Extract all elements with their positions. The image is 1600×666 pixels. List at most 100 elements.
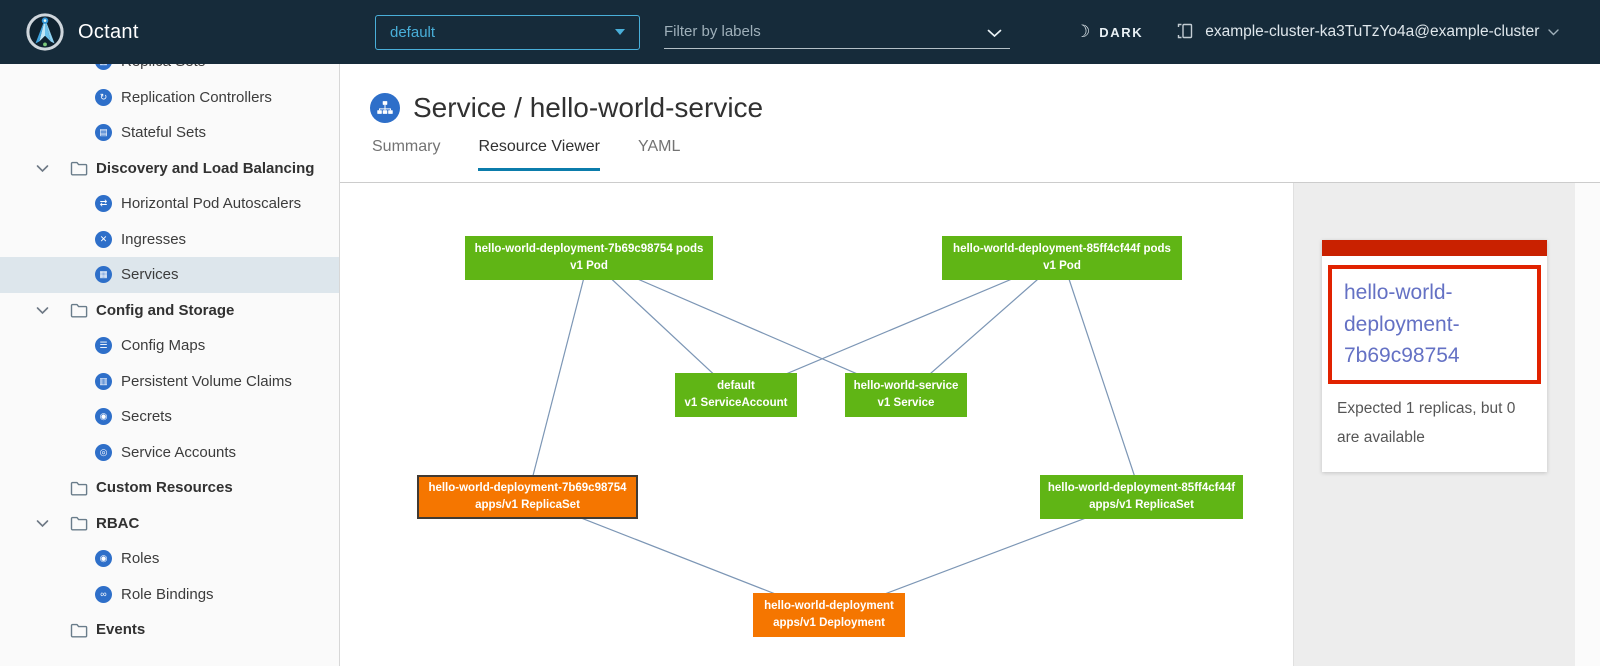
dark-mode-toggle[interactable]: ☾ DARK bbox=[1075, 22, 1143, 42]
octant-logo-icon bbox=[26, 13, 64, 51]
tabs: Summary Resource Viewer YAML bbox=[372, 138, 1600, 171]
node-label-kind: v1 Pod bbox=[570, 260, 608, 272]
folder-icon bbox=[70, 162, 88, 176]
sidebar-item-label: Discovery and Load Balancing bbox=[96, 159, 315, 177]
filter-chevron-icon[interactable] bbox=[987, 29, 1002, 38]
graph-node-dep[interactable]: hello-world-deployment apps/v1 Deploymen… bbox=[753, 593, 905, 637]
sidebar-item-discovery-and-load-balancing[interactable]: Discovery and Load Balancing bbox=[0, 151, 339, 187]
moon-icon: ☾ bbox=[1075, 22, 1091, 41]
card-status-bar bbox=[1322, 240, 1547, 256]
sidebar-item-label: Config and Storage bbox=[96, 301, 235, 319]
sidebar-item-label: Secrets bbox=[121, 408, 172, 426]
sidebar-item-rbac[interactable]: RBAC bbox=[0, 506, 339, 542]
resource-icon: ☰ bbox=[95, 337, 112, 355]
sidebar-item-config-and-storage[interactable]: Config and Storage bbox=[0, 293, 339, 329]
resource-icon: ◎ bbox=[95, 443, 112, 461]
app-title: Octant bbox=[78, 20, 139, 43]
resource-icon: ▦ bbox=[95, 64, 112, 71]
resource-icon: ▥ bbox=[95, 372, 112, 390]
sidebar-item-ingresses[interactable]: ✕ Ingresses bbox=[0, 222, 339, 258]
cluster-icon bbox=[1178, 23, 1193, 39]
namespace-value: default bbox=[390, 23, 436, 41]
resource-graph-canvas: hello-world-deployment-7b69c98754 pods v… bbox=[340, 183, 1293, 666]
main-content: Service / hello-world-service Summary Re… bbox=[340, 64, 1600, 666]
sidebar-item-role-bindings[interactable]: ∞ Role Bindings bbox=[0, 577, 339, 613]
resource-icon: ◉ bbox=[95, 408, 112, 426]
sidebar-item-horizontal-pod-autoscalers[interactable]: ⇄ Horizontal Pod Autoscalers bbox=[0, 186, 339, 222]
node-label-name: hello-world-deployment-7b69c98754 bbox=[428, 482, 627, 495]
sidebar-item-label: Horizontal Pod Autoscalers bbox=[121, 195, 302, 213]
brand: Octant bbox=[0, 13, 340, 51]
sidebar-item-custom-resources[interactable]: Custom Resources bbox=[0, 470, 339, 506]
graph-node-pod1[interactable]: hello-world-deployment-7b69c98754 pods v… bbox=[465, 236, 713, 280]
chevron-down-icon[interactable] bbox=[36, 519, 49, 528]
sidebar-item-label: RBAC bbox=[96, 514, 140, 532]
right-gutter bbox=[1575, 183, 1600, 666]
sidebar-item-label: Config Maps bbox=[121, 337, 206, 355]
sidebar-item-label: Replica Sets bbox=[121, 64, 205, 70]
graph-node-rs1[interactable]: hello-world-deployment-7b69c98754 apps/v… bbox=[417, 475, 638, 519]
namespace-select[interactable]: default bbox=[375, 14, 640, 50]
graph-node-svc[interactable]: hello-world-service v1 Service bbox=[845, 373, 967, 417]
service-icon bbox=[370, 93, 400, 123]
chevron-down-icon[interactable] bbox=[36, 306, 49, 315]
graph-edges bbox=[526, 257, 1143, 616]
sidebar-item-stateful-sets[interactable]: ▤ Stateful Sets bbox=[0, 115, 339, 151]
sidebar-item-label: Persistent Volume Claims bbox=[121, 372, 292, 390]
node-label-name: hello-world-deployment bbox=[764, 600, 894, 613]
node-label-kind: v1 Pod bbox=[1043, 260, 1081, 272]
cluster-name: example-cluster-ka3TuTzYo4a@example-clus… bbox=[1205, 23, 1540, 40]
sidebar-item-config-maps[interactable]: ☰ Config Maps bbox=[0, 328, 339, 364]
node-label-kind: apps/v1 Deployment bbox=[773, 617, 885, 629]
tab-yaml[interactable]: YAML bbox=[638, 138, 681, 155]
sidebar-item-secrets[interactable]: ◉ Secrets bbox=[0, 399, 339, 435]
sidebar-item-label: Service Accounts bbox=[121, 443, 237, 461]
sidebar-item-roles[interactable]: ◉ Roles bbox=[0, 541, 339, 577]
node-label-name: default bbox=[717, 380, 755, 393]
graph-node-sa[interactable]: default v1 ServiceAccount bbox=[675, 373, 797, 417]
resource-link[interactable]: hello-world-deployment-7b69c98754 bbox=[1344, 281, 1460, 367]
sidebar-item-label: Events bbox=[96, 621, 146, 639]
sidebar: ▦ Replica Sets ↻ Replication Controllers… bbox=[0, 64, 340, 666]
sidebar-nav-list: ▦ Replica Sets ↻ Replication Controllers… bbox=[0, 64, 339, 648]
sidebar-item-label: Roles bbox=[121, 550, 160, 568]
tab-summary[interactable]: Summary bbox=[372, 138, 441, 155]
folder-icon bbox=[70, 623, 88, 638]
sidebar-item-services[interactable]: ▦ Services bbox=[0, 257, 339, 293]
status-card: hello-world-deployment-7b69c98754 Expect… bbox=[1322, 240, 1547, 473]
resource-icon: ✕ bbox=[95, 230, 112, 248]
sidebar-item-label: Stateful Sets bbox=[121, 124, 207, 142]
sidebar-item-events[interactable]: Events bbox=[0, 612, 339, 648]
resource-icon: ⇄ bbox=[95, 195, 112, 213]
sidebar-item-persistent-volume-claims[interactable]: ▥ Persistent Volume Claims bbox=[0, 364, 339, 400]
resource-link-box[interactable]: hello-world-deployment-7b69c98754 bbox=[1328, 265, 1541, 384]
folder-icon bbox=[70, 481, 88, 496]
dropdown-caret-icon bbox=[615, 29, 625, 35]
sidebar-item-service-accounts[interactable]: ◎ Service Accounts bbox=[0, 435, 339, 471]
sidebar-item-label: Services bbox=[121, 266, 179, 284]
graph-node-rs2[interactable]: hello-world-deployment-85ff4cf44f apps/v… bbox=[1040, 475, 1243, 519]
app-header: Octant default Filter by labels ☾ DARK e… bbox=[0, 0, 1600, 64]
label-filter-input[interactable]: Filter by labels bbox=[664, 15, 1010, 49]
tab-resource-viewer[interactable]: Resource Viewer bbox=[478, 138, 600, 171]
cluster-chevron-icon bbox=[1548, 28, 1560, 35]
chevron-down-icon[interactable] bbox=[36, 164, 49, 173]
resource-icon: ▦ bbox=[95, 266, 112, 284]
page-title: Service / hello-world-service bbox=[413, 92, 764, 123]
sidebar-item-label: Role Bindings bbox=[121, 585, 214, 603]
sidebar-item-replica-sets[interactable]: ▦ Replica Sets bbox=[0, 64, 339, 80]
sidebar-item-label: Ingresses bbox=[121, 230, 187, 248]
folder-icon bbox=[70, 517, 88, 531]
node-label-name: hello-world-service bbox=[853, 380, 959, 393]
sidebar-item-label: Custom Resources bbox=[96, 479, 233, 497]
graph-node-pod2[interactable]: hello-world-deployment-85ff4cf44f pods v… bbox=[942, 236, 1182, 280]
sidebar-item-replication-controllers[interactable]: ↻ Replication Controllers bbox=[0, 80, 339, 116]
node-label-name: hello-world-deployment-7b69c98754 pods bbox=[474, 243, 704, 256]
dark-mode-label: DARK bbox=[1099, 24, 1144, 40]
resource-icon: ∞ bbox=[95, 585, 112, 603]
cluster-selector[interactable]: example-cluster-ka3TuTzYo4a@example-clus… bbox=[1177, 23, 1560, 41]
node-label-kind: v1 ServiceAccount bbox=[684, 397, 788, 409]
node-label-kind: apps/v1 ReplicaSet bbox=[475, 499, 580, 511]
node-label-name: hello-world-deployment-85ff4cf44f bbox=[1047, 482, 1236, 495]
node-label-kind: v1 Service bbox=[877, 397, 935, 409]
